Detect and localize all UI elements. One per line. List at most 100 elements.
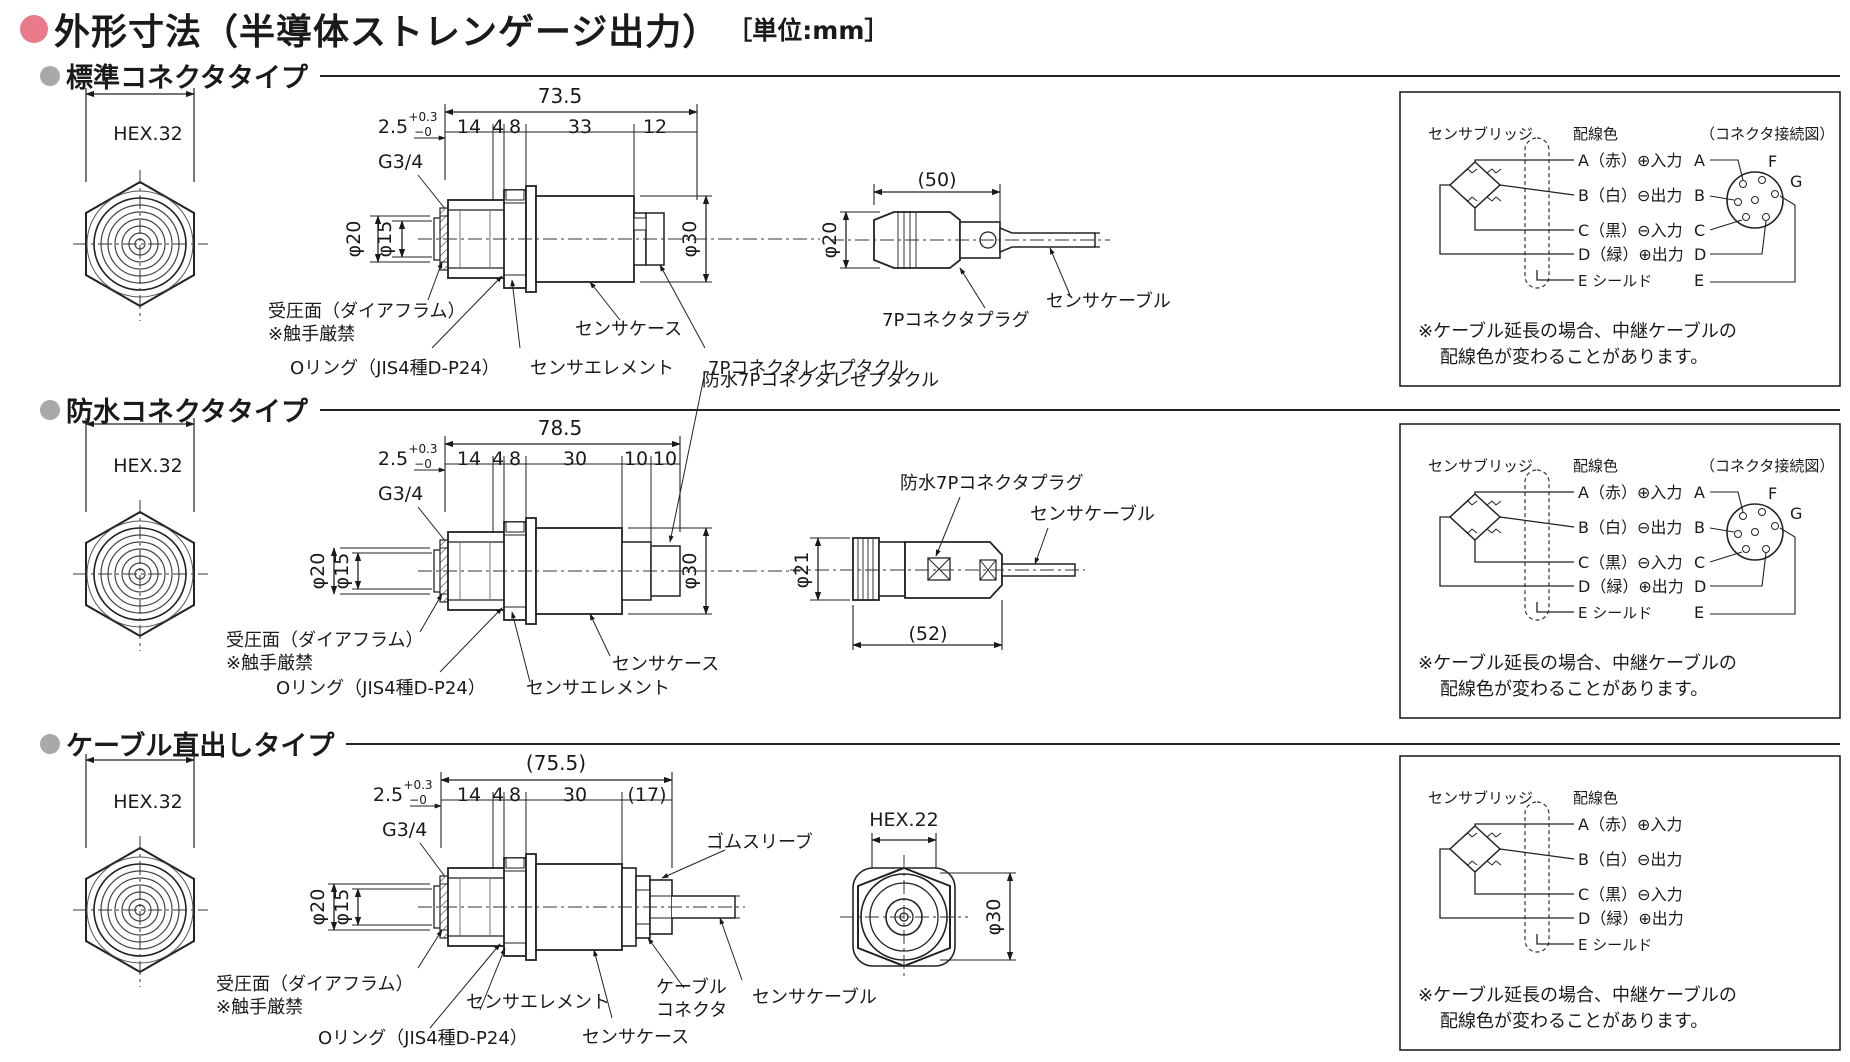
standard-connector-plug: (50) φ20 7Pコネクタプラグ センサケーブル (819, 169, 1171, 331)
dim-tol-plus: +0.3 (408, 110, 437, 124)
waterproof-sensor-side-view: 78.5 2.5 +0.3 −0 14 4 8 30 10 10 G3/4 φ2… (226, 370, 939, 699)
dim-2: 4 (492, 116, 504, 138)
section-title: ケーブル直出しタイプ (66, 731, 335, 762)
dim-dia20: φ20 (343, 221, 365, 258)
dim-4: 30 (563, 448, 587, 470)
section-title: 標準コネクタタイプ (66, 63, 308, 94)
section-bullet (40, 65, 60, 86)
dim-thread-length: 2.5 (378, 116, 408, 138)
dim-1: 14 (457, 784, 481, 806)
wire-row-d: D（緑）⊕出力 (1578, 577, 1684, 596)
section-heading-cable: ケーブル直出しタイプ (40, 724, 1840, 763)
wire-row-d: D（緑）⊕出力 (1578, 245, 1684, 264)
cable-sensor-side-view: (75.5) 2.5 +0.3 −0 14 4 8 30 (17) G3/4 φ… (307, 751, 745, 1029)
callout-no-touch: ※触手厳禁 (226, 653, 313, 674)
wiring-note-line1: ※ケーブル延長の場合、中継ケーブルの (1418, 984, 1737, 1006)
wire-row-c: C（黒）⊖入力 (1578, 221, 1683, 240)
dim-dia20: φ20 (307, 553, 329, 590)
page-title: 外形寸法（半導体ストレンゲージ出力） ［単位:mm］ (20, 6, 890, 53)
callout-cable-connector-line2: コネクタ (656, 1000, 727, 1021)
callout-element: センサエレメント (466, 992, 610, 1013)
dim-total: 73.5 (538, 84, 583, 108)
standard-hex-front-view: HEX.32 (73, 88, 208, 321)
connector-diagram-label: （コネクタ接続図） (1700, 125, 1834, 143)
plug-diameter: φ20 (819, 222, 841, 259)
wire-color-label: 配線色 (1573, 457, 1618, 475)
dim-5: 12 (643, 116, 667, 138)
callout-cable: センサケーブル (752, 986, 877, 1008)
pin-e: E (1694, 603, 1704, 622)
callout-element: センサエレメント (530, 358, 674, 379)
bridge-label: センサブリッジ (1428, 457, 1533, 475)
wire-row-e: E シールド (1578, 272, 1652, 290)
dim-4: 33 (568, 116, 592, 138)
plug-length: (50) (917, 169, 956, 191)
callout-sleeve: ゴムスリーブ (706, 831, 813, 853)
waterproof-connector-plug: φ21 (52) 防水7Pコネクタプラグ センサケーブル (790, 473, 1155, 650)
dim-thread-length: 2.5 (373, 784, 403, 806)
dim-1: 14 (457, 448, 481, 470)
connector-face (1726, 503, 1784, 561)
callout-oring: Oリング（JIS4種D-P24） (318, 1028, 528, 1049)
wiring-frame (1399, 423, 1841, 719)
title-unit: ［単位:mm］ (727, 16, 890, 45)
wiring-frame (1399, 755, 1841, 1051)
callout-case: センサケース (612, 654, 719, 675)
pin-c: C (1694, 221, 1705, 240)
dim-dia15: φ15 (331, 553, 353, 590)
dim-tol-minus: −0 (414, 125, 432, 139)
dim-total: 78.5 (538, 416, 583, 440)
callout-oring: Oリング（JIS4種D-P24） (276, 678, 486, 699)
dim-2: 4 (492, 448, 504, 470)
callout-no-touch: ※触手厳禁 (268, 324, 355, 345)
dim-tol-plus: +0.3 (403, 778, 432, 792)
pin-g: G (1790, 504, 1802, 523)
standard-sensor-side-view: 73.5 2.5 +0.3 −0 14 4 8 33 12 G3/4 φ20 φ… (268, 84, 909, 379)
pin-b: B (1694, 186, 1705, 205)
section-title: 防水コネクタタイプ (66, 397, 308, 428)
dim-tol-minus: −0 (414, 457, 432, 471)
pin-d: D (1694, 577, 1706, 596)
dim-total: (75.5) (526, 751, 586, 775)
wire-row-e: E シールド (1578, 604, 1652, 622)
dim-2: 4 (492, 784, 504, 806)
waterproof-hex-front-view: HEX.32 (73, 418, 208, 651)
dim-dia30: φ30 (679, 553, 701, 590)
wiring-note-line1: ※ケーブル延長の場合、中継ケーブルの (1418, 320, 1737, 342)
end-view-diameter: φ30 (983, 899, 1005, 936)
wire-row-c: C（黒）⊖入力 (1578, 553, 1683, 572)
wire-color-label: 配線色 (1573, 125, 1618, 143)
cable-label: センサケーブル (1046, 290, 1171, 312)
wiring-note-line2: 配線色が変わることがあります。 (1440, 347, 1708, 368)
wire-row-a: A（赤）⊕入力 (1578, 815, 1682, 834)
wire-row-d: D（緑）⊕出力 (1578, 909, 1684, 928)
pin-d: D (1694, 245, 1706, 264)
thread-label: G3/4 (378, 483, 423, 505)
callout-cable-connector-line1: ケーブル (656, 976, 727, 998)
callout-diaphragm: 受圧面（ダイアフラム） (268, 301, 465, 322)
wiring-note-line2: 配線色が変わることがあります。 (1440, 679, 1708, 700)
wire-row-a: A（赤）⊕入力 (1578, 151, 1682, 170)
wire-row-b: B（白）⊖出力 (1578, 518, 1682, 537)
callout-no-touch: ※触手厳禁 (216, 997, 303, 1018)
pin-c: C (1694, 553, 1705, 572)
dim-1: 14 (457, 116, 481, 138)
thread-label: G3/4 (378, 151, 423, 173)
cable-label: センサケーブル (1030, 503, 1155, 525)
section-rule (319, 408, 1840, 411)
pin-f: F (1768, 152, 1777, 171)
cable-side-view-labels: 受圧面（ダイアフラム） ※触手厳禁 Oリング（JIS4種D-P24） センサエレ… (216, 831, 877, 1049)
cable-end-view: HEX.22 φ30 (840, 809, 1016, 980)
callout-case: センサケース (582, 1027, 689, 1048)
section-rule (346, 742, 1840, 745)
dim-dia20: φ20 (307, 889, 329, 926)
wire-row-e: E シールド (1578, 936, 1652, 954)
wire-row-b: B（白）⊖出力 (1578, 850, 1682, 869)
callout-case: センサケース (575, 319, 682, 340)
section-heading-waterproof: 防水コネクタタイプ (40, 390, 1840, 429)
dim-tol-plus: +0.3 (408, 442, 437, 456)
callout-oring: Oリング（JIS4種D-P24） (290, 358, 500, 379)
callout-diaphragm: 受圧面（ダイアフラム） (216, 974, 413, 995)
connector-face (1726, 171, 1784, 229)
dim-3: 8 (509, 448, 521, 470)
